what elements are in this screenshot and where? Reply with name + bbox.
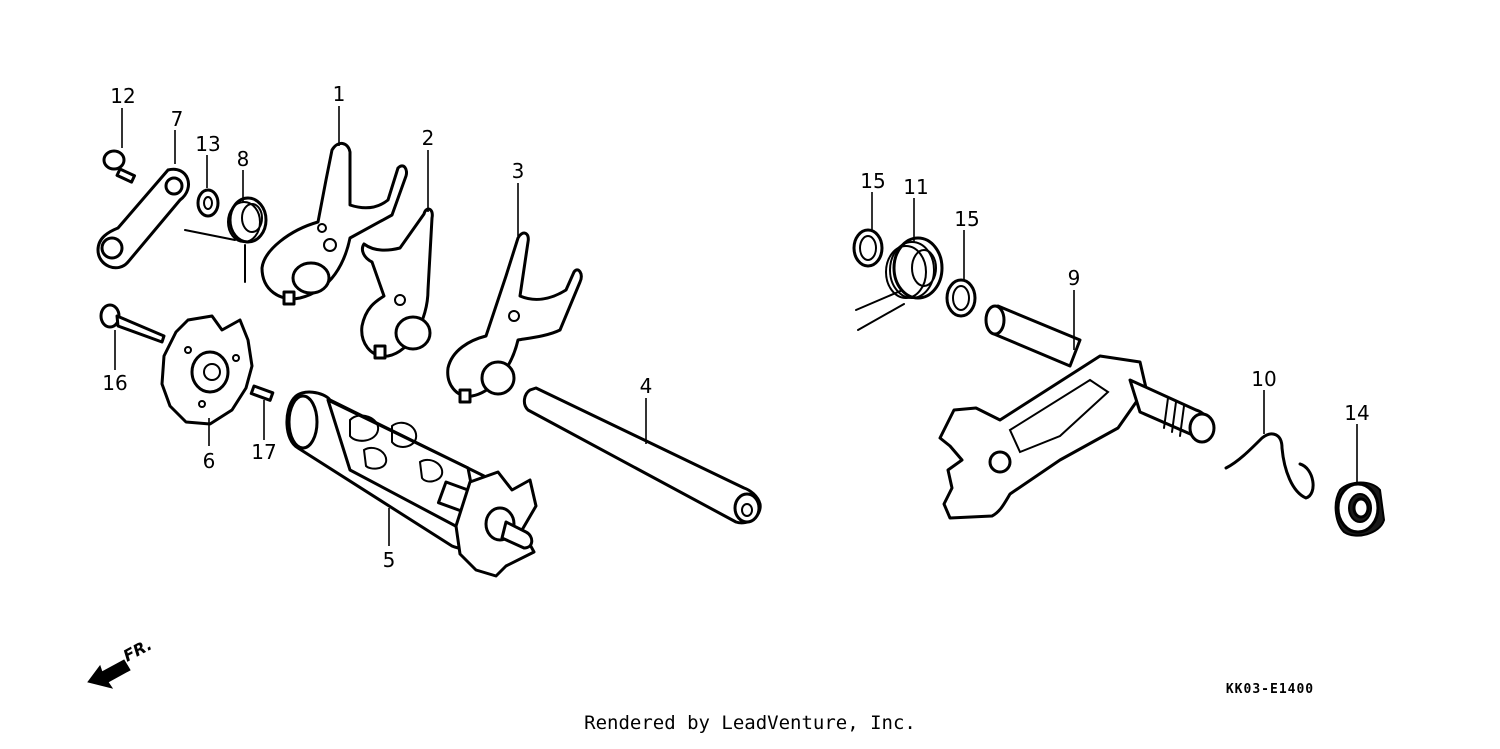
credit-text: Rendered by LeadVenture, Inc. bbox=[584, 712, 916, 734]
callout-11: 11 bbox=[903, 175, 928, 199]
callout-2: 2 bbox=[422, 126, 435, 150]
part-6-shift-drum-plate bbox=[160, 314, 254, 426]
part-1-shift-fork bbox=[260, 142, 408, 306]
part-8-spring bbox=[184, 196, 268, 283]
callout-17: 17 bbox=[251, 440, 276, 464]
callout-14: 14 bbox=[1344, 401, 1369, 425]
callout-15-left: 15 bbox=[860, 169, 885, 193]
part-5-shift-drum bbox=[285, 390, 538, 578]
part-15-circlip-left bbox=[852, 228, 884, 268]
callout-9: 9 bbox=[1068, 266, 1081, 290]
callout-8: 8 bbox=[237, 147, 250, 171]
callout-12: 12 bbox=[110, 84, 135, 108]
part-3-shift-fork bbox=[446, 231, 583, 404]
part-12-bolt bbox=[102, 149, 137, 184]
callout-7: 7 bbox=[171, 107, 184, 131]
callout-16: 16 bbox=[102, 371, 127, 395]
part-10-stopper-spring bbox=[1224, 432, 1315, 500]
part-7-stopper-arm bbox=[96, 167, 190, 270]
callout-1: 1 bbox=[333, 82, 346, 106]
callout-15-right: 15 bbox=[954, 207, 979, 231]
callout-4: 4 bbox=[640, 374, 653, 398]
part-11-return-spring bbox=[855, 236, 944, 331]
callout-6: 6 bbox=[203, 449, 216, 473]
front-direction-marker: FR. bbox=[87, 635, 155, 689]
part-17-dowel-pin bbox=[249, 384, 275, 402]
part-2-shift-fork bbox=[360, 207, 434, 360]
front-label: FR. bbox=[120, 635, 155, 666]
callout-numbers: 1 2 3 4 5 6 7 8 9 10 11 12 13 14 15 15 1… bbox=[102, 82, 1369, 572]
diagram-code: KK03-E1400 bbox=[1226, 682, 1314, 697]
part-4-fork-shaft bbox=[522, 386, 762, 525]
part-16-bolt bbox=[99, 303, 166, 344]
part-14-oil-seal bbox=[1334, 481, 1386, 537]
callout-5: 5 bbox=[383, 548, 396, 572]
callout-10: 10 bbox=[1251, 367, 1276, 391]
leader-lines bbox=[114, 106, 1358, 546]
front-arrow-icon bbox=[87, 659, 131, 689]
callout-3: 3 bbox=[512, 159, 525, 183]
part-9-gearshift-spindle bbox=[938, 304, 1216, 520]
part-13-washer bbox=[196, 188, 220, 218]
callout-13: 13 bbox=[195, 132, 220, 156]
part-15-circlip-right bbox=[945, 278, 977, 318]
